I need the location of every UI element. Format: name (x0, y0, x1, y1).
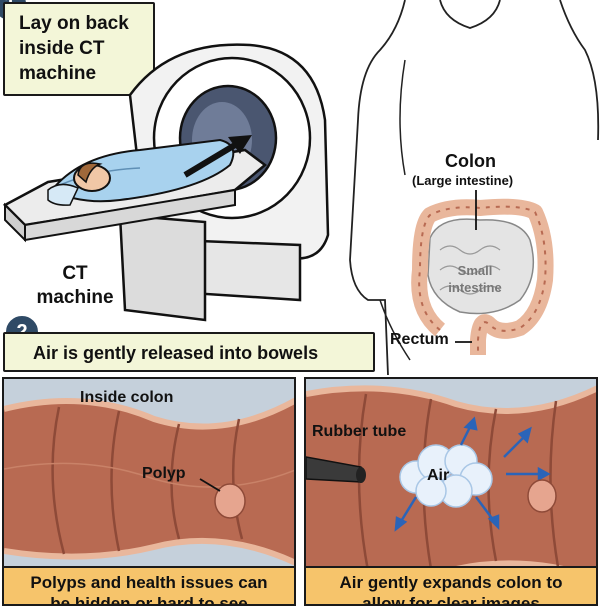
ct-machine-label-line-1: CT (62, 263, 88, 284)
left-panel-caption-line-2: be hidden or hard to see (50, 594, 248, 606)
inside-colon-title: Inside colon (80, 389, 174, 406)
step-1-caption-line-1: Lay on back (19, 13, 129, 34)
step-2-number: 2 (16, 321, 27, 344)
body-colon-illustration (349, 0, 600, 375)
air-expansion-panel: Rubber tube Air (304, 377, 598, 600)
right-panel-caption-line-1: Air gently expands colon to (339, 573, 563, 592)
air-label: Air (427, 467, 450, 484)
ct-machine-label: CT machine (30, 262, 120, 310)
right-panel-caption-line-2: allow for clear images (362, 594, 540, 606)
small-intestine-label-line-2: intestine (448, 280, 502, 295)
ct-machine-illustration (2, 43, 330, 322)
colon-air-illustration (306, 379, 596, 598)
inside-colon-panel: Inside colon Polyp (2, 377, 296, 600)
rectum-label: Rectum (390, 331, 449, 348)
small-intestine-label-line-1: Small (457, 263, 493, 278)
small-intestine-label: Small intestine (440, 262, 510, 296)
step-1-caption-line-3: machine (19, 63, 97, 84)
left-panel-caption-line-1: Polyps and health issues can (30, 573, 268, 592)
step-2-caption: Air is gently released into bowels (3, 332, 375, 372)
polyp-label: Polyp (142, 465, 186, 482)
step-1-caption: Lay on back inside CT machine (3, 2, 155, 96)
right-panel-caption: Air gently expands colon to allow for cl… (304, 566, 598, 606)
step-1-caption-line-2: inside CT (19, 38, 105, 59)
colon-label: Colon (445, 151, 496, 171)
rubber-tube-label: Rubber tube (312, 423, 407, 440)
left-panel-caption: Polyps and health issues can be hidden o… (2, 566, 296, 606)
ct-machine-label-line-2: machine (36, 287, 114, 308)
colon-interior-illustration (4, 379, 294, 598)
step-2-caption-text: Air is gently released into bowels (33, 343, 319, 363)
colon-sublabel: (Large intestine) (412, 173, 514, 188)
